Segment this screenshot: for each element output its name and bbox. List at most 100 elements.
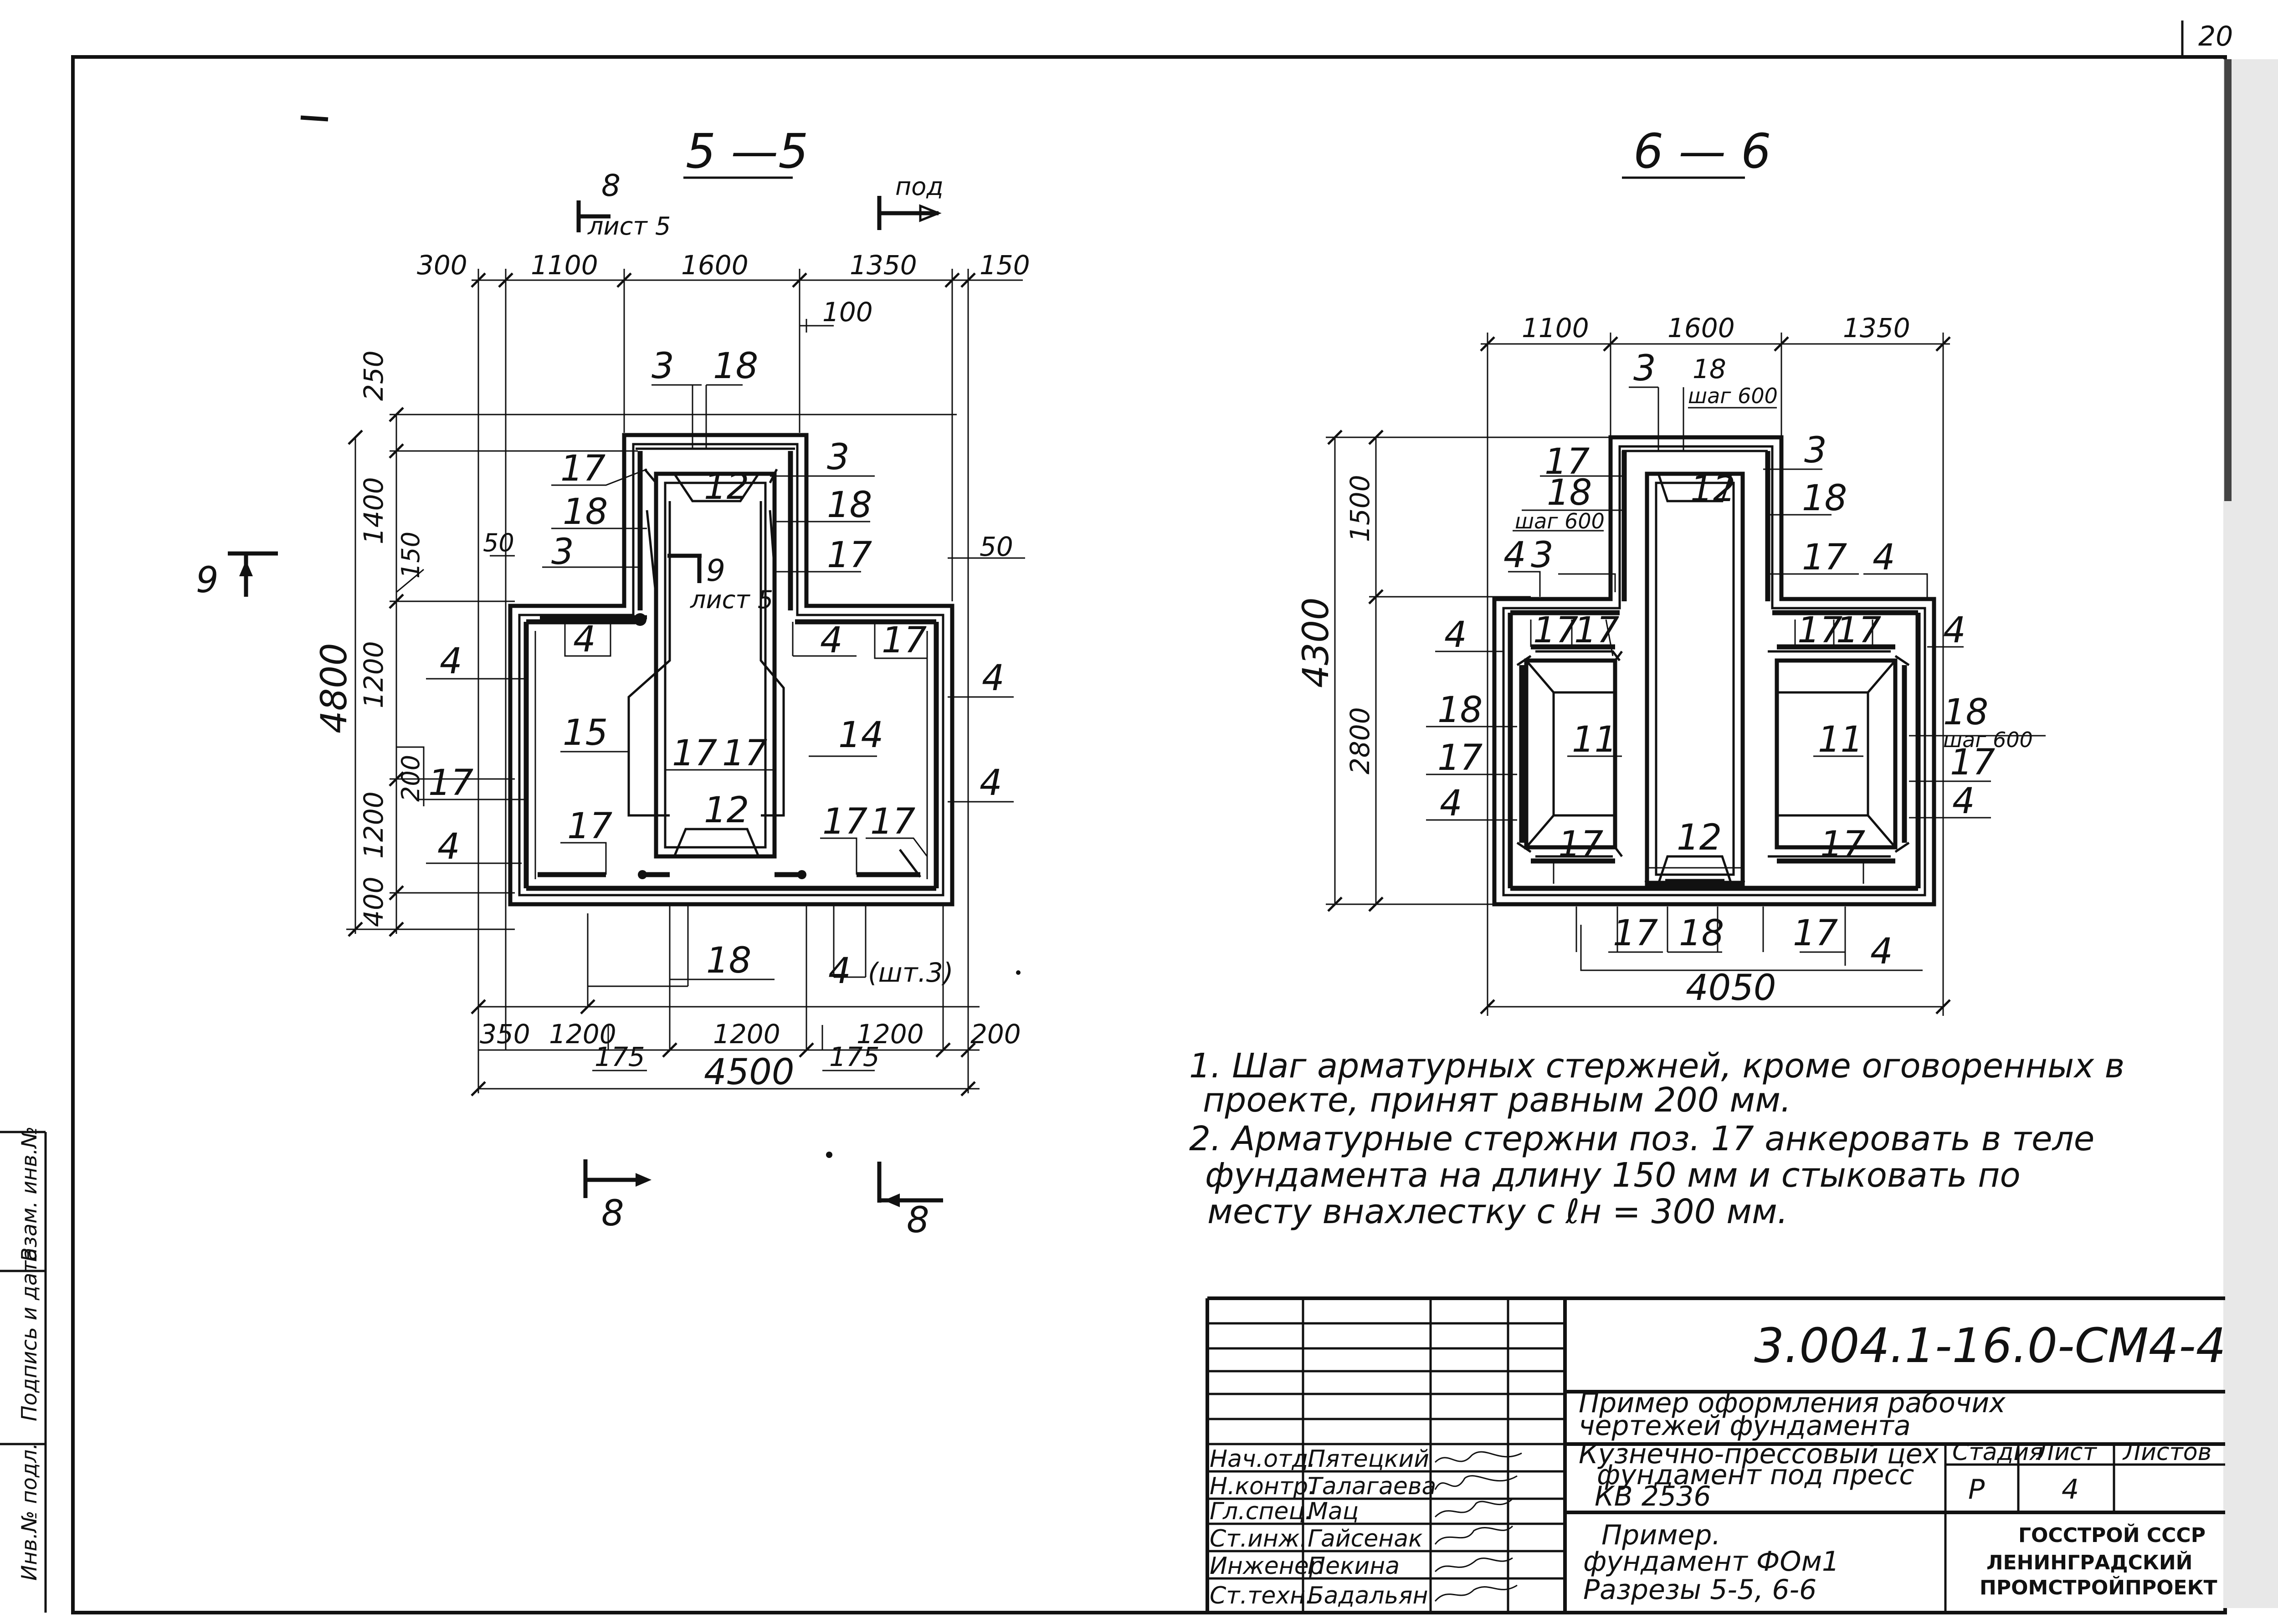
s66-pos-4-right: 4 [1943, 610, 1966, 651]
s55-pos-18-bottom: 18 [706, 940, 751, 981]
s66-pos-3-a: 3 [1531, 535, 1554, 576]
s66-pos-18-top: 18 [1693, 353, 1726, 384]
role-6: Ст.техн. [1210, 1582, 1313, 1609]
s55-bottom-dim-1200a: 1200 [549, 1019, 616, 1050]
s55-top-dim-300: 300 [417, 250, 467, 281]
s66-pos-4-left: 4 [1444, 615, 1467, 656]
s66-left-dim-1500: 1500 [1344, 475, 1375, 542]
s55-top-dim-1350: 1350 [850, 250, 917, 281]
stamp-sign-label: Подпись и дата [17, 1248, 41, 1421]
project-line-1: Кузнечно-прессовый цех [1579, 1438, 1939, 1470]
role-5: Инженер [1210, 1552, 1324, 1580]
s66-pos-18-a: 18 [1547, 472, 1592, 513]
s55-pos-18-top: 18 [713, 346, 758, 387]
s55-pos-17-center-a: 17 [672, 733, 717, 774]
org-line-3: ПРОМСТРОЙПРОЕКТ [1980, 1575, 2217, 1599]
name-2: Талагаева [1308, 1473, 1436, 1500]
section-6-6: 6 — 6 1100 1600 1350 1500 2800 4300 [1296, 123, 2046, 1016]
org-line-2: ЛЕНИНГРАДСКИЙ [1986, 1550, 2193, 1574]
s66-pos-17-h: 17 [1820, 824, 1865, 865]
s55-mark-bottom-right: 8 [907, 1200, 929, 1241]
s66-pos-4-lower-left: 4 [1440, 783, 1462, 824]
s55-pos-14: 14 [838, 715, 883, 756]
title-block: 3.004.1-16.0-СМ4-4 Пример оформления раб… [1206, 1296, 2226, 1613]
stamp-replace-label: Взам. инв.№ [17, 1126, 41, 1262]
s66-overall-height: 4300 [1296, 597, 1337, 688]
s55-pos-17-left: 17 [428, 763, 473, 804]
s55-pos-4-box-a: 4 [573, 619, 596, 660]
s55-title: 5 —5 [686, 123, 808, 179]
s66-title: 6 — 6 [1633, 123, 1771, 179]
s55-pos-18-a: 18 [563, 492, 608, 533]
note-line-3: 2. Арматурные стержни поз. 17 анкеровать… [1189, 1119, 2094, 1158]
note-line-5: месту внахлестку с ℓн = 300 мм. [1207, 1192, 1788, 1231]
general-notes: 1. Шаг арматурных стержней, кроме оговор… [1189, 1046, 2124, 1231]
s66-pos-18-right: 18 [1943, 692, 1988, 733]
s55-inner-sheet: лист 5 [690, 585, 773, 614]
s66-step-right: шаг 600 [1943, 727, 2033, 752]
name-3: Мац [1308, 1498, 1359, 1525]
s55-left-dim-250: 250 [358, 350, 389, 401]
name-1: Пятецкий [1308, 1445, 1429, 1473]
sheet-line-3: Разрезы 5-5, 6-6 [1583, 1574, 1816, 1606]
s55-dim-50-right: 50 [980, 531, 1013, 562]
name-6: Бадальян [1308, 1582, 1428, 1609]
s55-mark-bottom-left: 8 [601, 1193, 624, 1234]
s66-top-dim-1100: 1100 [1522, 313, 1589, 343]
s66-pos-3-top: 3 [1633, 348, 1656, 389]
s66-pos-17-e: 17 [1797, 610, 1842, 651]
s55-pos-17-lower-c: 17 [870, 801, 915, 842]
sheet-line-1: Пример. [1601, 1519, 1721, 1551]
project-line-2: фундамент под пресс [1597, 1459, 1914, 1491]
s55-mark-top-right: под [895, 172, 944, 201]
s66-pos-12-top: 12 [1690, 469, 1735, 510]
stage-header: Стадия [1952, 1439, 2043, 1466]
s55-overall-width: 4500 [704, 1052, 795, 1093]
s66-pos-12-bottom: 12 [1677, 817, 1722, 858]
s55-pos-17-lower-b: 17 [822, 801, 867, 842]
s66-pos-17-f: 17 [1836, 610, 1881, 651]
s66-pos-18-b: 18 [1802, 478, 1847, 519]
s55-pos-4-box-b: 4 [820, 620, 843, 661]
s66-pos-17-j: 17 [1793, 913, 1838, 954]
sheets-header: Листов [2122, 1439, 2211, 1466]
s66-step-left: шаг 600 [1515, 509, 1605, 533]
s55-pos-18-b: 18 [827, 485, 872, 526]
sheet-frame: 20 Инв.№ подл. Подпись и дата Взам. инв.… [0, 20, 2278, 1614]
s55-bottom-dim-200: 200 [970, 1019, 1021, 1050]
role-2: Н.контр. [1210, 1473, 1316, 1500]
org-line-1: ГОССТРОЙ СССР [2018, 1523, 2206, 1547]
s55-left-dim-1200a: 1200 [358, 641, 389, 708]
s55-dim-200: 200 [396, 755, 425, 802]
drawing-code: 3.004.1-16.0-СМ4-4 [1754, 1318, 2226, 1373]
s55-left-dim-400: 400 [358, 876, 389, 927]
s55-pos-4-left: 4 [440, 641, 462, 682]
s55-mark-top-left-sheet: лист 5 [587, 212, 671, 241]
s55-pos-15: 15 [563, 712, 608, 753]
s55-pos-4-lower-left: 4 [437, 826, 460, 867]
name-5: Пекина [1308, 1552, 1400, 1580]
s66-pos-4-lower-right: 4 [1952, 781, 1975, 822]
s55-pos-12-bottom: 12 [704, 790, 749, 831]
s66-pos-3-b: 3 [1804, 430, 1827, 471]
name-4: Гайсенак [1308, 1525, 1423, 1552]
s66-pos-4-a: 4 [1503, 535, 1526, 576]
s66-pos-17-g: 17 [1558, 824, 1603, 865]
s66-top-dim-1600: 1600 [1667, 313, 1735, 343]
s55-bottom-sub-175b: 175 [829, 1041, 880, 1072]
role-3: Гл.спец. [1210, 1498, 1312, 1525]
role-4: Ст.инж. [1210, 1525, 1307, 1552]
s66-pos-4-b: 4 [1873, 537, 1895, 578]
s66-pos-11-left: 11 [1572, 719, 1617, 760]
s55-overall-height: 4800 [314, 643, 355, 733]
s55-pos-17-center-b: 17 [722, 733, 767, 774]
s55-pos-3-b: 3 [827, 437, 850, 478]
s66-pos-17-a: 17 [1544, 441, 1590, 482]
s55-pos-17-lower-a: 17 [567, 806, 612, 847]
s66-pos-11-right: 11 [1818, 719, 1863, 760]
section-5-5: 5 —5 8 лист 5 под 300 1100 1600 1350 150… [196, 123, 1030, 1241]
s55-left-dim-1200b: 1200 [358, 791, 389, 859]
s55-pos-3-a: 3 [551, 532, 574, 573]
s66-pos-18-bottom: 18 [1679, 913, 1724, 954]
